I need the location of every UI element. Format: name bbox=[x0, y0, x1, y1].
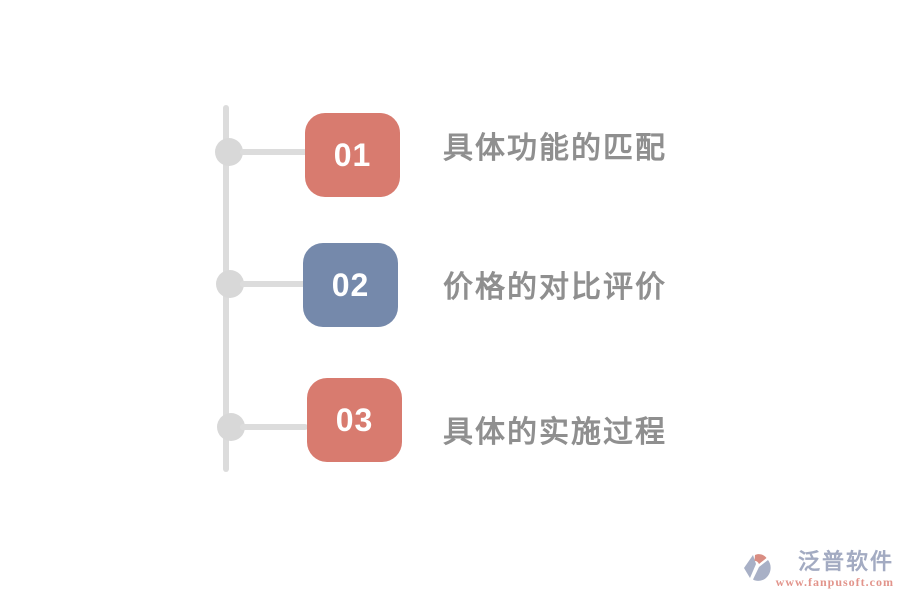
step-label-3: 具体的实施过程 bbox=[443, 416, 667, 449]
step-number-3: 03 bbox=[335, 401, 374, 438]
step-label-1: 具体功能的匹配 bbox=[443, 132, 667, 165]
step-number-2: 02 bbox=[331, 266, 370, 303]
fanpu-logo-icon bbox=[743, 554, 771, 581]
brand-footer: 泛普软件 www.fanpusoft.com bbox=[742, 551, 894, 590]
step-number-badge-1: 01 bbox=[305, 113, 400, 197]
step-number-1: 01 bbox=[333, 136, 372, 173]
timeline-connector-3 bbox=[240, 424, 308, 430]
step-number-badge-3: 03 bbox=[307, 378, 402, 462]
timeline-node-2 bbox=[216, 270, 244, 298]
brand-name: 泛普软件 bbox=[797, 549, 894, 574]
brand-text: 泛普软件 www.fanpusoft.com bbox=[776, 551, 894, 590]
timeline-connector-2 bbox=[240, 281, 308, 287]
brand-url: www.fanpusoft.com bbox=[775, 575, 894, 589]
timeline-node-1 bbox=[215, 138, 243, 166]
step-number-badge-2: 02 bbox=[303, 243, 398, 327]
step-label-2: 价格的对比评价 bbox=[443, 271, 667, 304]
timeline-connector-1 bbox=[240, 149, 308, 155]
